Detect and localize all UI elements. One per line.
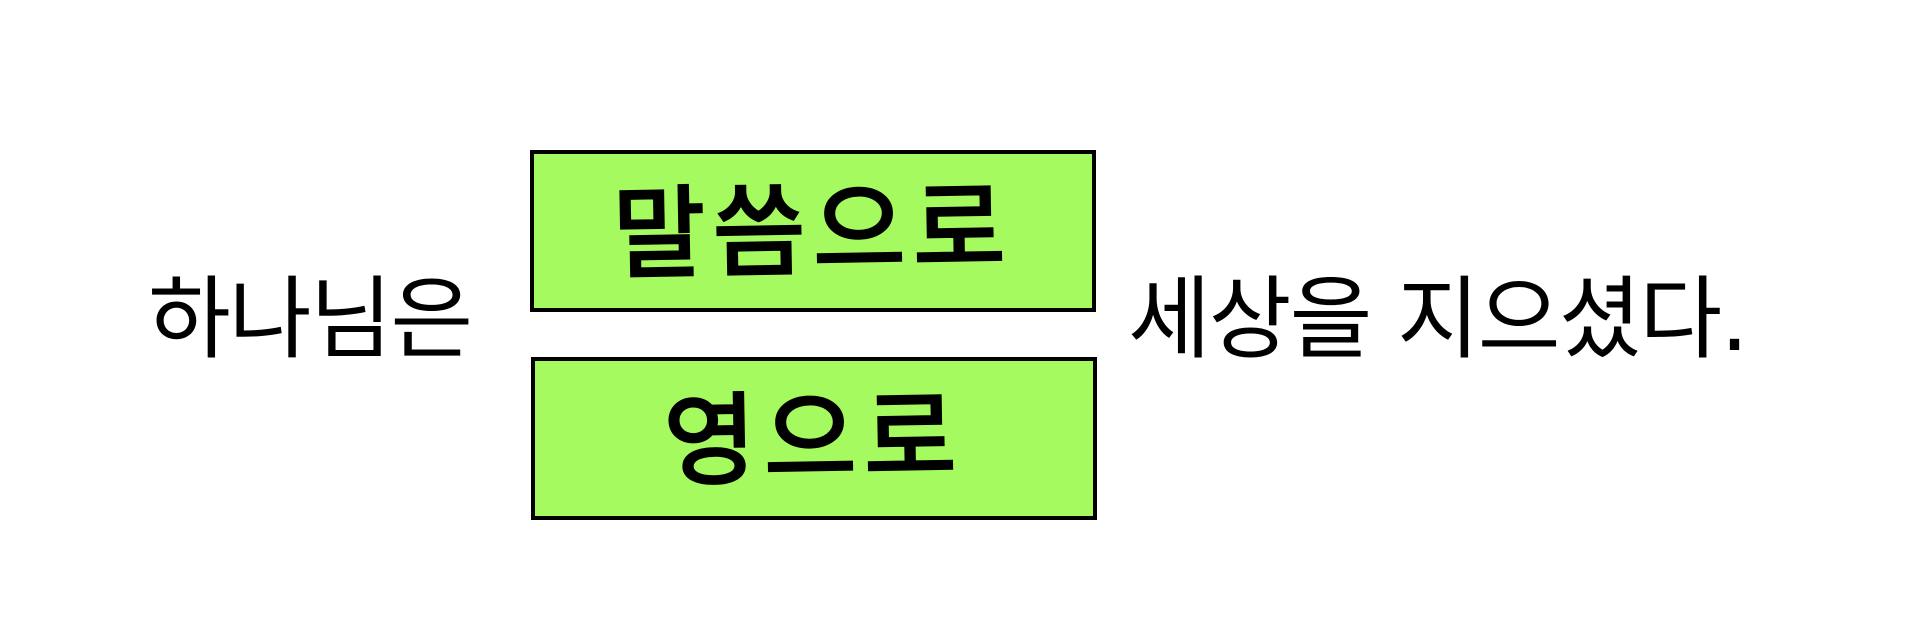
option-label-word: 말씀으로 <box>612 168 1014 294</box>
option-box-spirit[interactable]: 영으로 <box>531 357 1097 520</box>
option-label-spirit: 영으로 <box>662 376 966 501</box>
sentence-end-text: 세상을 지으셨다. <box>1128 267 1749 372</box>
sentence-start-text: 하나님은 <box>148 267 473 372</box>
option-box-word[interactable]: 말씀으로 <box>530 150 1096 312</box>
